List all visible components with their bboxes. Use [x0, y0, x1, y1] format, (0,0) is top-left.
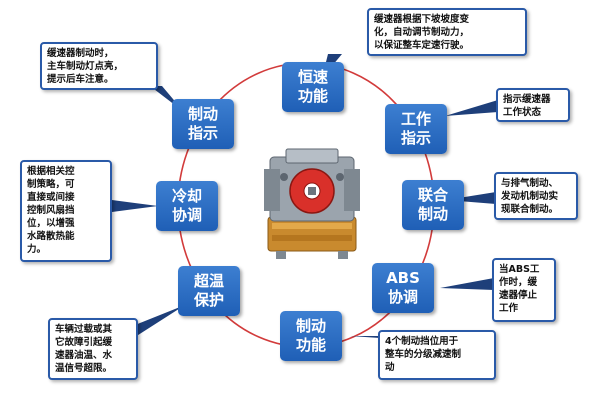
- node-chaowen: 超温 保护: [178, 266, 240, 316]
- node-lianhe: 联合 制动: [402, 180, 464, 230]
- callout-zhidong-gongneng: 4个制动挡位用于 整车的分级减速制 动: [378, 330, 496, 380]
- node-zhidong-gongneng: 制动 功能: [280, 311, 342, 361]
- callout-hengsu: 缓速器根据下坡坡度变 化，自动调节制动力， 以保证整车定速行驶。: [367, 8, 527, 56]
- callout-chaowen: 车辆过载或其 它故障引起缓 速器油温、水 温信号超限。: [48, 318, 138, 380]
- tail-abs: [440, 278, 494, 290]
- tail-lengque: [112, 200, 158, 212]
- tail-chaowen: [135, 305, 185, 337]
- node-zhidong-zhishi: 制动 指示: [172, 99, 234, 149]
- node-lengque: 冷却 协调: [156, 181, 218, 231]
- node-hengsu: 恒速 功能: [282, 62, 344, 112]
- tail-gongzuo: [445, 100, 498, 116]
- callout-abs: 当ABS工 作时，缓 速器停止 工作: [492, 258, 556, 322]
- node-gongzuo: 工作 指示: [385, 104, 447, 154]
- callout-gongzuo: 指示缓速器 工作状态: [496, 88, 570, 122]
- callout-lianhe: 与排气制动、 发动机制动实 现联合制动。: [494, 172, 578, 220]
- callout-lengque: 根据相关控 制策略，可 直接或间接 控制风扇挡 位，以增强 水路散热能 力。: [20, 160, 112, 262]
- callout-zhidong-zhishi: 缓速器制动时， 主车制动灯点亮， 提示后车注意。: [40, 42, 158, 90]
- node-abs: ABS 协调: [372, 263, 434, 313]
- retarder-unit: [262, 147, 362, 262]
